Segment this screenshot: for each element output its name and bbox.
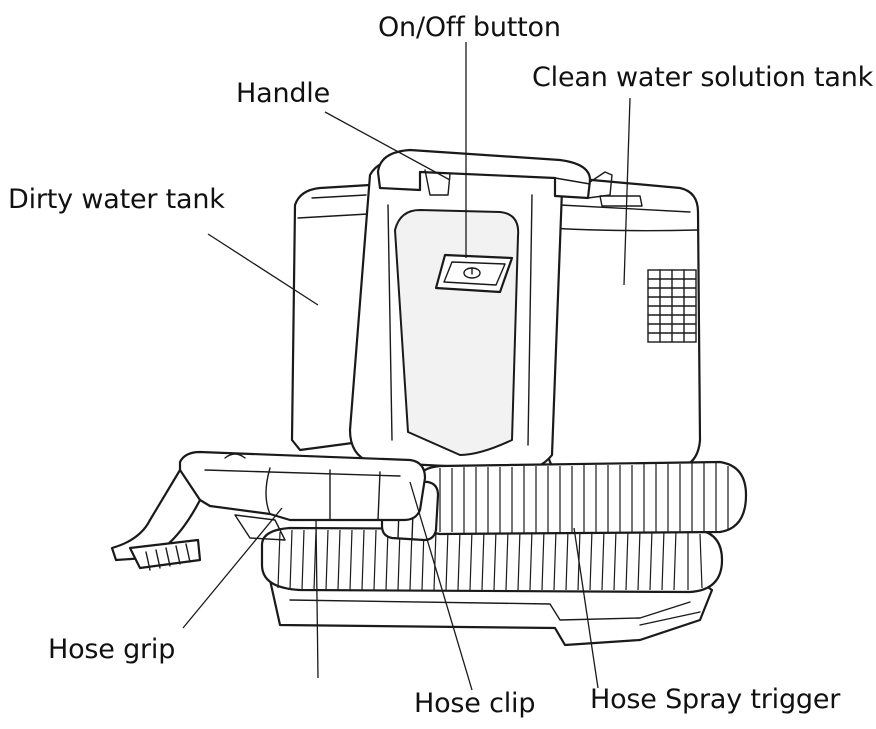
label-hose-spray-trigger: Hose Spray trigger (590, 684, 841, 715)
central-housing (348, 158, 564, 472)
handle (376, 148, 613, 200)
leader-hose-clip-1 (315, 519, 319, 679)
label-clean-water-tank: Clean water solution tank (532, 62, 874, 93)
leader-lines (182, 42, 631, 691)
spray-wand (110, 450, 427, 571)
clean-water-tank-body (543, 176, 702, 472)
label-hose-clip: Hose clip (414, 688, 536, 719)
hose-coil-upper (418, 460, 748, 536)
leader-hose-grip (182, 507, 283, 629)
leader-spray-trigger (573, 527, 599, 689)
hose-coil-lower (260, 526, 724, 594)
leader-hose-clip-2 (409, 481, 473, 691)
vent-grille (647, 269, 697, 343)
label-hose-grip: Hose grip (48, 634, 176, 665)
label-handle: Handle (236, 78, 331, 109)
label-on-off-button: On/Off button (378, 12, 561, 43)
on-off-button (434, 253, 514, 294)
leader-dirty-tank (207, 233, 319, 306)
leader-handle (324, 111, 451, 181)
label-dirty-water-tank: Dirty water tank (8, 184, 225, 215)
leader-clean-tank (623, 97, 631, 286)
